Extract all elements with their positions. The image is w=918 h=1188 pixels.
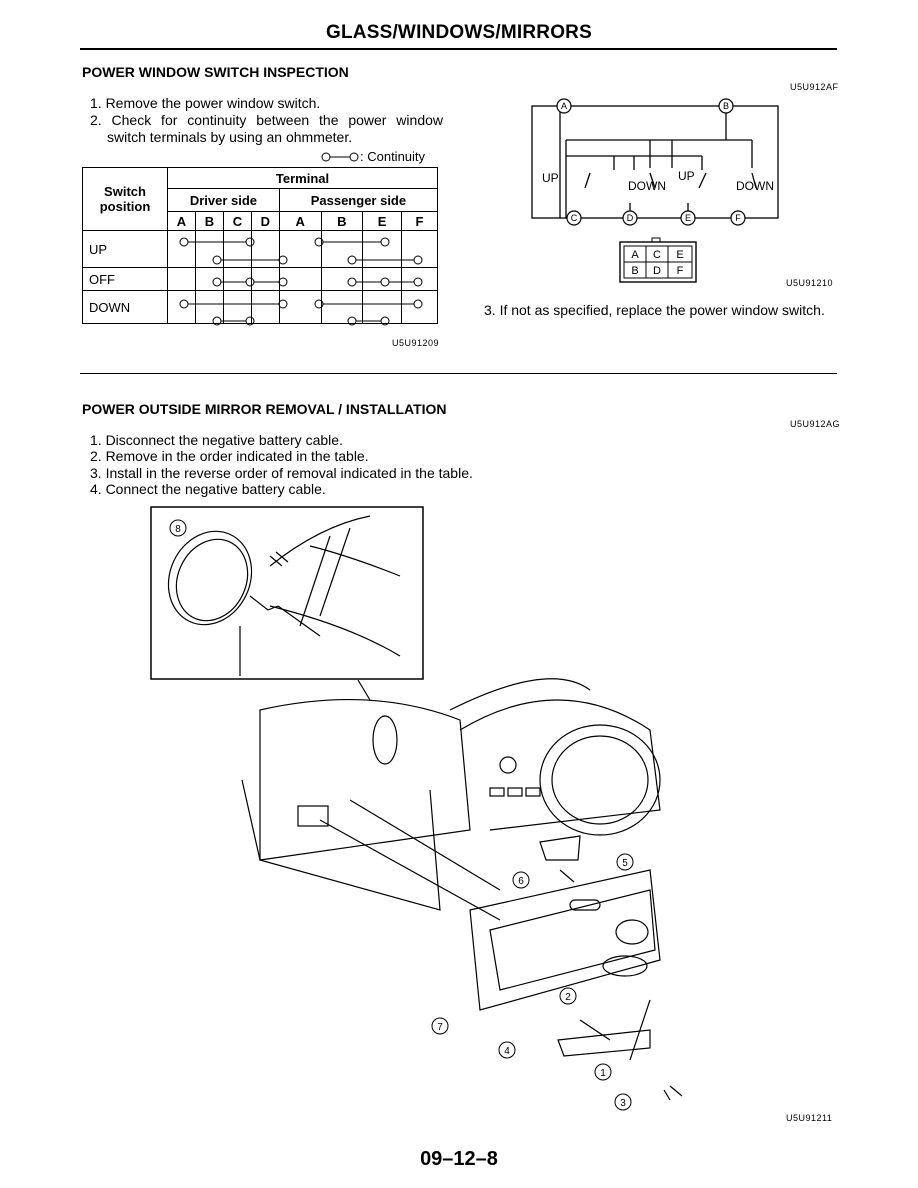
pin-d: D	[653, 265, 661, 277]
col-b2: B	[320, 211, 364, 231]
callout-2: 2	[565, 992, 571, 1003]
page-header-title: GLASS/WINDOWS/MIRRORS	[326, 22, 592, 43]
section-code: U5U912AF	[790, 82, 839, 92]
continuity-legend-icon	[321, 152, 359, 162]
header-terminal: Terminal	[167, 167, 438, 189]
col-e: E	[362, 211, 402, 231]
mirror-step-2: 2. Remove in the order indicated in the …	[90, 448, 369, 464]
mirror-step-4: 4. Connect the negative battery cable.	[90, 481, 326, 497]
callout-6: 6	[518, 876, 524, 887]
header-switch-line1: Switch	[104, 184, 146, 199]
pin-f: F	[677, 265, 684, 277]
callout-4: 4	[504, 1046, 510, 1057]
switch-circuit-diagram: A B C D E F UP DOWN UP DOWN	[531, 98, 779, 226]
callout-5: 5	[622, 858, 628, 869]
step-3: 3. If not as specified, replace the powe…	[484, 302, 825, 318]
row-up-label: UP	[82, 230, 168, 268]
row-down-label: DOWN	[82, 290, 168, 324]
col-f: F	[400, 211, 439, 231]
terminal-e: E	[685, 213, 691, 223]
terminal-f: F	[735, 213, 741, 223]
mirror-step-1: 1. Disconnect the negative battery cable…	[90, 432, 343, 448]
header-switch-line2: position	[99, 199, 151, 214]
callout-7: 7	[437, 1022, 443, 1033]
col-a: A	[167, 211, 196, 231]
col-c: C	[222, 211, 252, 231]
connector-diagram: A C E B D F	[619, 237, 697, 283]
switch-continuity-table: Switch position Terminal Driver side Pas…	[82, 167, 439, 324]
callout-8: 8	[175, 524, 181, 535]
label-up-1: UP	[542, 171, 559, 185]
section-divider	[80, 373, 837, 374]
callout-3: 3	[620, 1098, 626, 1109]
terminal-top-b: B	[723, 101, 729, 111]
continuity-legend-text: : Continuity	[360, 149, 426, 164]
section-title-mirror: POWER OUTSIDE MIRROR REMOVAL / INSTALLAT…	[82, 401, 447, 417]
step-2: 2. Check for continuity between the powe…	[90, 112, 443, 128]
header-driver-side: Driver side	[167, 188, 280, 212]
door-trim-illustration: 5 6 2 7 4 1 3	[241, 678, 683, 1111]
label-up-2: UP	[678, 169, 695, 183]
header-passenger-side: Passenger side	[278, 188, 439, 212]
continuity-marks	[179, 237, 423, 326]
page-number: 09–12–8	[420, 1148, 498, 1170]
mirror-step-3: 3. Install in the reverse order of remov…	[90, 465, 473, 481]
terminal-c: C	[571, 213, 578, 223]
table-code: U5U91209	[392, 338, 440, 348]
col-b: B	[194, 211, 224, 231]
header-rule	[80, 48, 837, 50]
mirror-inset-illustration: 8	[150, 506, 424, 680]
col-a2: A	[278, 211, 322, 231]
section-title-power-window: POWER WINDOW SWITCH INSPECTION	[82, 64, 349, 80]
pin-b: B	[631, 265, 638, 277]
callout-1: 1	[600, 1068, 606, 1079]
col-d: D	[250, 211, 280, 231]
header-switch-position: Switch position	[82, 167, 168, 231]
step-1: 1. Remove the power window switch.	[90, 95, 321, 111]
terminal-top-a: A	[561, 101, 567, 111]
figure-code: U5U91211	[786, 1113, 833, 1123]
pin-a: A	[631, 249, 639, 261]
section2-code: U5U912AG	[790, 419, 841, 429]
step-2-cont: switch terminals by using an ohmmeter.	[107, 129, 353, 145]
diagram-code: U5U91210	[786, 278, 834, 288]
pin-e: E	[676, 249, 683, 261]
pin-c: C	[653, 249, 661, 261]
label-down-1: DOWN	[628, 179, 666, 193]
label-down-2: DOWN	[736, 179, 774, 193]
terminal-d: D	[627, 213, 634, 223]
